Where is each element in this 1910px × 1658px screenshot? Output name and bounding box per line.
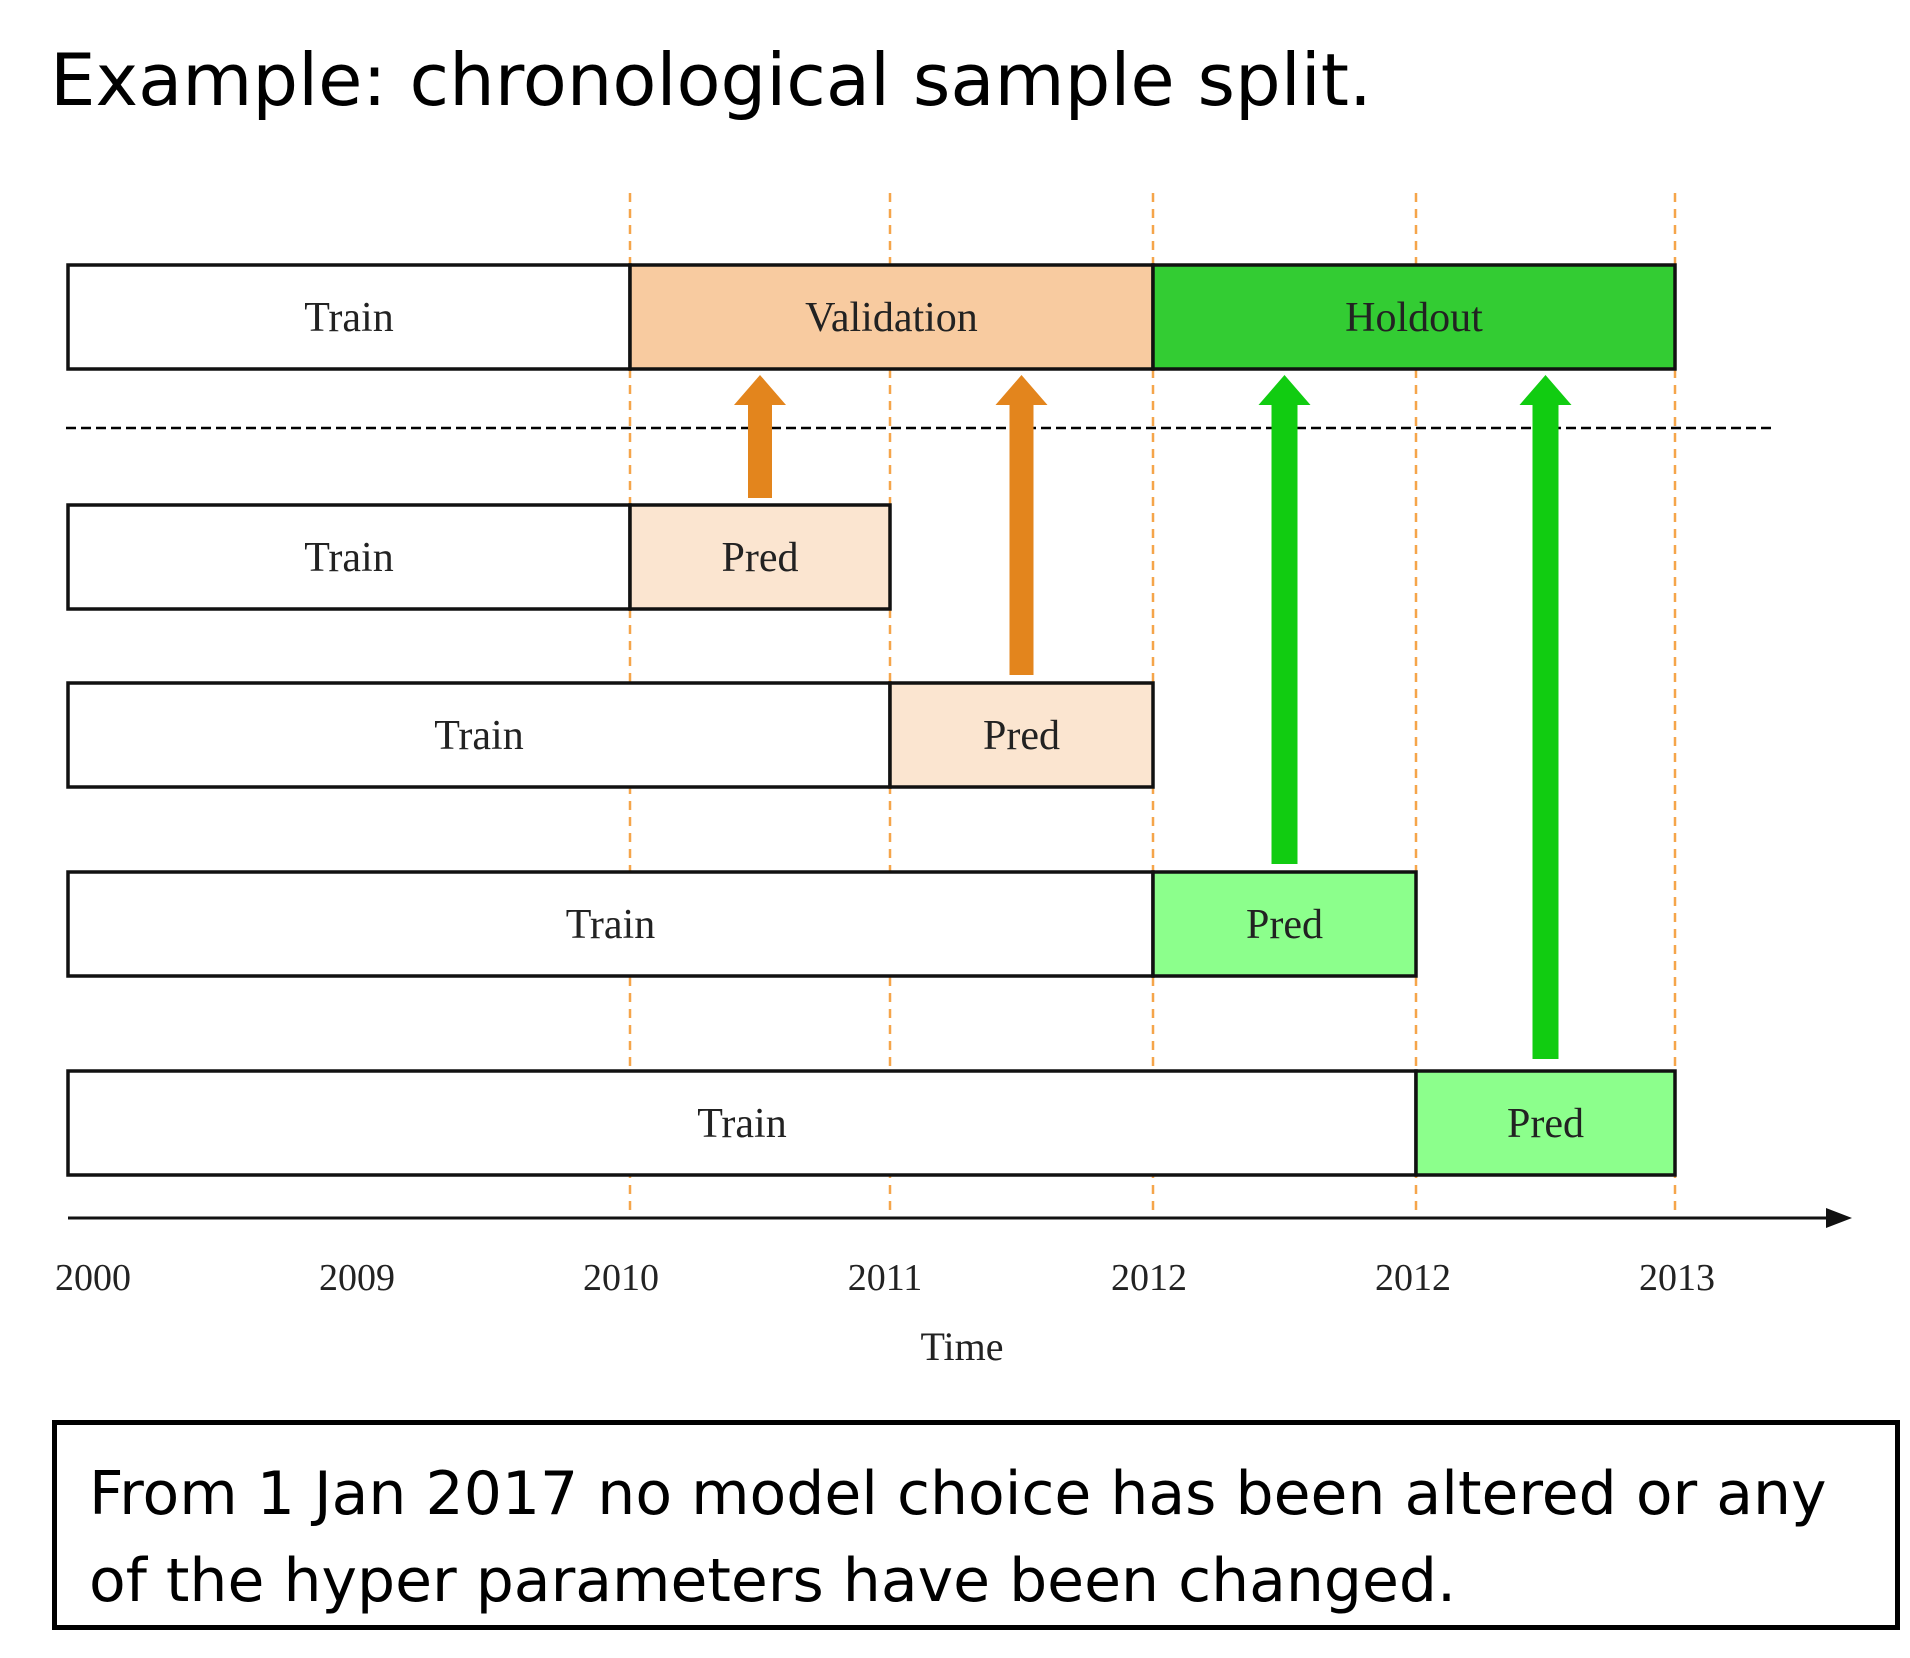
- time-tick-label-3: 2010: [583, 1257, 659, 1299]
- time-tick-label-5: 2012: [1111, 1257, 1187, 1299]
- time-tick-label-7: 2013: [1639, 1257, 1715, 1299]
- row-4-train-label: Train: [566, 902, 655, 948]
- row-4-train-segment: [66, 870, 1155, 978]
- row-2-pred_validation-segment: [628, 503, 892, 611]
- row-1-holdout-label: Holdout: [1345, 295, 1483, 341]
- note-box: From 1 Jan 2017 no model choice has been…: [52, 1420, 1900, 1630]
- row-5-pred_holdout-segment: [1414, 1069, 1677, 1177]
- up-arrow-1: [734, 375, 786, 498]
- row-3-pred_validation-segment: [888, 681, 1155, 789]
- row-5-train-segment: [66, 1069, 1418, 1177]
- row-5-train-label: Train: [697, 1101, 786, 1147]
- row-4-pred_holdout-segment: [1151, 870, 1418, 978]
- time-tick-label-2: 2009: [319, 1257, 395, 1299]
- row-1-validation-label: Validation: [805, 295, 978, 341]
- time-axis-title: Time: [920, 1324, 1003, 1369]
- row-1-holdout-segment: [1151, 263, 1677, 371]
- row-5-pred_holdout-label: Pred: [1507, 1101, 1584, 1147]
- row-3-train-label: Train: [434, 713, 523, 759]
- time-tick-label-6: 2012: [1375, 1257, 1451, 1299]
- time-axis-arrowhead: [1826, 1208, 1852, 1228]
- up-arrow-2: [995, 375, 1048, 675]
- row-2-train-label: Train: [304, 535, 393, 581]
- time-tick-label-1: 2000: [55, 1257, 131, 1299]
- row-4-pred_holdout-label: Pred: [1246, 902, 1323, 948]
- note-line-1: From 1 Jan 2017 no model choice has been…: [89, 1459, 1827, 1529]
- up-arrow-4: [1519, 375, 1572, 1059]
- up-arrow-3: [1258, 375, 1311, 864]
- page-title: Example: chronological sample split.: [50, 38, 1372, 122]
- row-3-pred_validation-label: Pred: [983, 713, 1060, 759]
- row-2-train-segment: [66, 503, 632, 611]
- row-1-train-label: Train: [304, 295, 393, 341]
- note-line-2: of the hyper parameters have been change…: [89, 1546, 1457, 1616]
- row-2-pred_validation-label: Pred: [722, 535, 799, 581]
- row-1-train-segment: [66, 263, 632, 371]
- row-1-validation-segment: [628, 263, 1155, 371]
- time-tick-label-4: 2011: [848, 1257, 923, 1299]
